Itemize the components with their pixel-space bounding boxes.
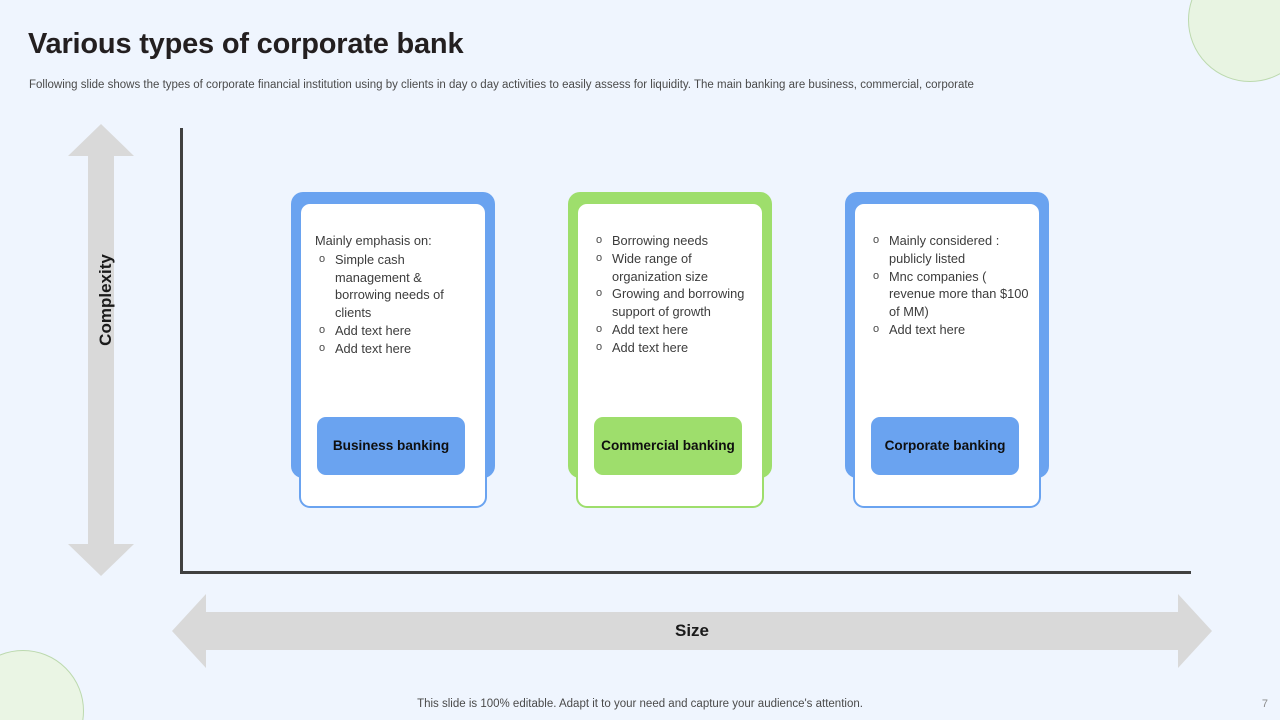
page-number: 7 [1261,698,1268,710]
complexity-arrow [68,124,134,576]
card-business-banking[interactable]: Mainly emphasis on: Simple cash manageme… [291,192,495,508]
list-item: Add text here [869,321,1029,339]
card-commercial-banking[interactable]: Borrowing needs Wide range of organizati… [568,192,772,508]
page-title: Various types of corporate bank [28,28,464,60]
list-item: Borrowing needs [592,232,752,250]
card-bullet-list: Simple cash management & borrowing needs… [315,251,475,358]
size-axis-label: Size [674,621,710,640]
card-label-button[interactable]: Commercial banking [594,417,742,475]
arrow-head-left-icon [172,594,206,668]
card-surface: Borrowing needs Wide range of organizati… [576,202,764,508]
page-subtitle: Following slide shows the types of corpo… [29,79,974,91]
card-corporate-banking[interactable]: Mainly considered : publicly listed Mnc … [845,192,1049,508]
list-item: Add text here [315,340,475,358]
card-bullet-list: Borrowing needs Wide range of organizati… [592,232,752,357]
list-item: Growing and borrowing support of growth [592,285,752,321]
card-lead-text: Mainly emphasis on: [315,233,432,248]
card-label-button[interactable]: Corporate banking [871,417,1019,475]
list-item: Mainly considered : publicly listed [869,232,1029,268]
vertical-axis-line [180,128,183,574]
arrow-shaft-vertical [88,154,114,546]
horizontal-axis-line [180,571,1191,574]
arrow-shaft-horizontal [204,612,1180,650]
footer-note: This slide is 100% editable. Adapt it to… [417,698,863,710]
card-content: Mainly considered : publicly listed Mnc … [869,232,1029,339]
decorative-circle-top-right [1188,0,1280,82]
list-item: Simple cash management & borrowing needs… [315,251,475,322]
card-surface: Mainly emphasis on: Simple cash manageme… [299,202,487,508]
list-item: Mnc companies ( revenue more than $100 o… [869,268,1029,321]
list-item: Add text here [592,339,752,357]
card-content: Mainly emphasis on: Simple cash manageme… [315,232,475,358]
complexity-axis-label: Complexity [95,254,115,346]
card-surface: Mainly considered : publicly listed Mnc … [853,202,1041,508]
size-arrow: Size [172,594,1212,668]
list-item: Add text here [592,321,752,339]
card-content: Borrowing needs Wide range of organizati… [592,232,752,357]
card-label-button[interactable]: Business banking [317,417,465,475]
arrow-head-up-icon [68,124,134,156]
arrow-head-right-icon [1178,594,1212,668]
arrow-head-down-icon [68,544,134,576]
list-item: Wide range of organization size [592,250,752,286]
list-item: Add text here [315,322,475,340]
card-bullet-list: Mainly considered : publicly listed Mnc … [869,232,1029,339]
